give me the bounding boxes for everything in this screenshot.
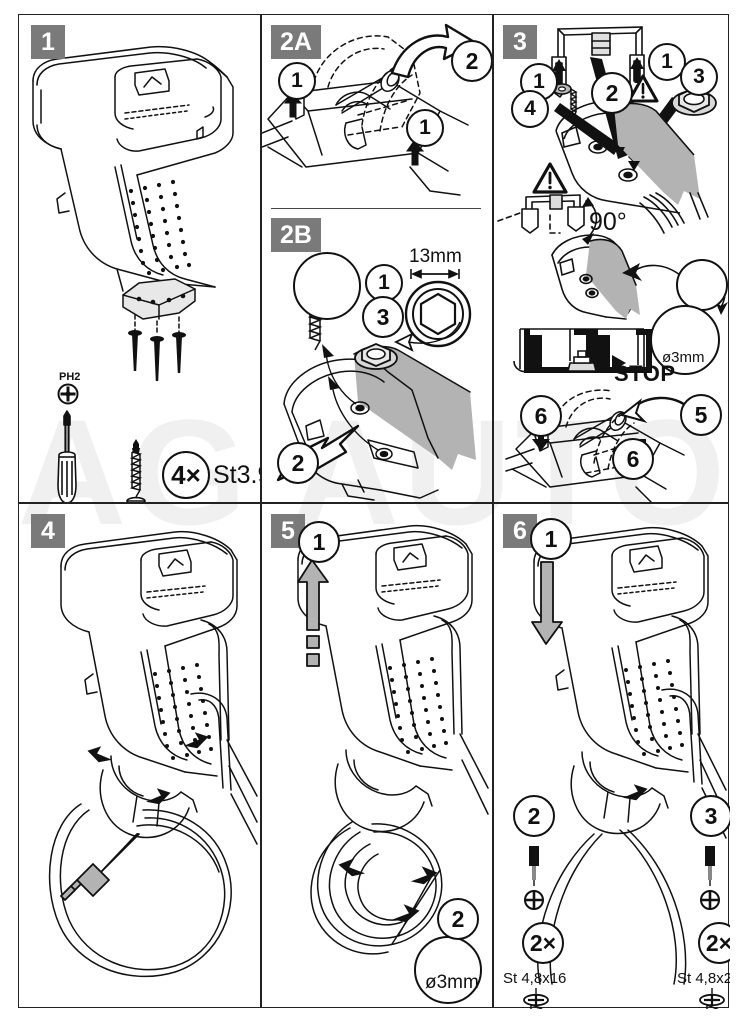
panel-2a-marker-1b: 1 [406,109,444,147]
panel-5-drill-diameter-label: ø3mm [425,972,479,993]
panel-3-drill-diameter-label: ø3mm [662,349,705,366]
panel-3-marker-5: 5 [680,394,722,436]
panel-3-cross-section-drawing [513,328,652,373]
panel-5-marker-2: 2 [437,898,479,940]
panel-6-right-bit-icon [705,846,715,886]
panel-1-driver-bit-label: PH2 [59,371,81,383]
panel-1-quantity-marker: 4× [162,451,210,499]
panel-2b-marker-2: 2 [277,442,319,484]
panel-4-badge: 4 [31,514,65,548]
panel-2a-marker-2: 2 [451,40,492,82]
panel-6-left-screw-icon [523,988,549,1009]
screw-sample-icon [126,439,146,502]
panel-6-marker-1: 1 [530,518,572,560]
panel-2b-socket-size-label: 13mm [409,246,462,267]
grid-divider-vertical-2 [492,15,494,1007]
panel-6-right-screw-spec-label: St 4,8x22 [677,970,730,987]
panel-6: 6 [494,504,730,1009]
panel-3-marker-4: 4 [511,90,549,128]
panel-6-left-quantity-marker: 2× [522,922,564,964]
panel-3-marker-6a: 6 [520,395,562,437]
grid-divider-2a-2b [271,208,481,210]
panel-3: 3 [494,15,730,502]
panel-2a: 2A [262,15,492,208]
ph2-bit-icon [57,383,79,405]
panel-3-rotation-drawing [497,192,709,320]
screwdriver-icon [57,410,77,502]
panel-6-left-ph2-icon [524,890,544,910]
panel-3-marker-2: 2 [591,72,633,114]
panel-4: 4 [19,504,260,1009]
panel-2b-hex-socket-icon [404,280,472,348]
panel-3-warning-bubble [676,259,728,311]
panel-6-left-bit-icon [529,846,539,886]
panel-1: 1 [19,15,260,502]
panel-6-marker-2: 2 [513,795,555,837]
panel-5: 5 [262,504,492,1009]
panel-3-stop-label: STOP [614,361,676,386]
panel-2b-dimension-arrow [410,269,460,279]
warning-triangle-icon-a [627,74,659,103]
panel-1-screw-spec-label: St3.9x25 [213,461,260,489]
panel-2a-badge: 2A [271,25,321,59]
panel-4-armrest-drawing [48,530,258,978]
panel-3-badge: 3 [503,25,537,59]
panel-3-drill-bubble [650,305,720,375]
panel-5-drill-bubble [414,936,482,1004]
panel-6-marker-3: 3 [690,795,730,837]
panel-5-armrest-drawing [297,524,489,955]
panel-2a-marker-1a: 1 [278,62,316,100]
panel-3-angle-label: 90° [589,208,627,236]
panel-6-right-screw-icon [699,988,725,1009]
panel-2b-console-drawing [276,343,476,501]
grid-divider-vertical-1 [260,15,262,1007]
panel-1-armrest-drawing [32,45,234,381]
panel-2b-marker-3: 3 [362,296,404,338]
instruction-sheet: 1 [18,14,730,1009]
panel-3-marker-3: 3 [680,58,718,96]
panel-6-left-screw-spec-label: St 4,8x16 [503,970,567,987]
panel-2b-nut-leader [393,321,461,352]
panel-6-right-ph2-icon [700,890,720,910]
grid-divider-horizontal [19,502,728,504]
panel-3-marker-6b: 6 [612,438,654,480]
panel-2b-detail-bubble [293,252,361,320]
panel-2b-marker-1: 1 [365,264,403,302]
panel-5-marker-1: 1 [298,521,340,563]
panel-6-right-quantity-marker: 2× [698,922,730,964]
panel-2b-badge: 2B [271,218,321,252]
panel-1-badge: 1 [31,25,65,59]
warning-triangle-icon-b [532,162,568,194]
panel-2b: 2B 1 13mm [262,210,492,502]
panel-3-marker-1b: 1 [648,43,686,81]
panel-5-badge: 5 [271,514,305,548]
